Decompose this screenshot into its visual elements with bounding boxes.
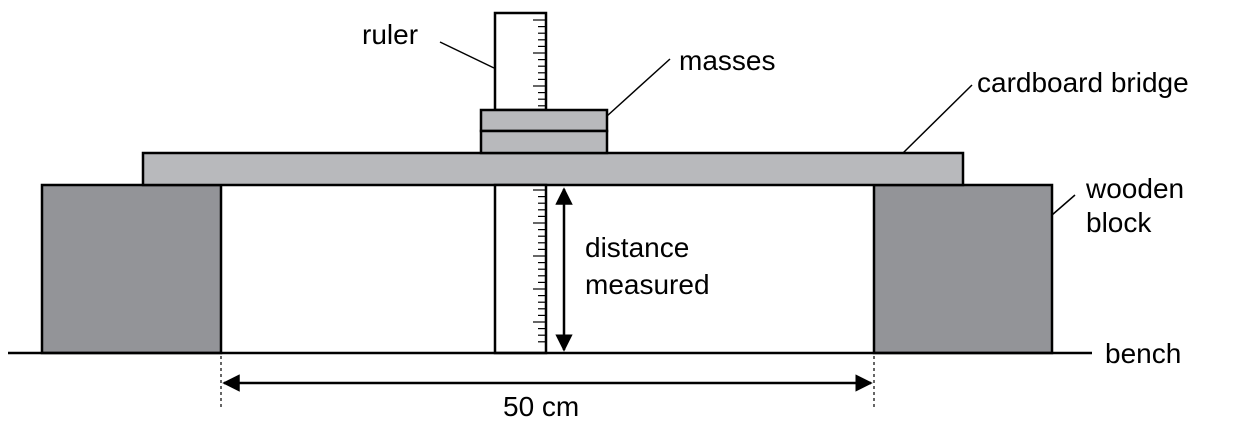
ruler-leader — [439, 41, 495, 69]
masses-leader — [606, 58, 671, 117]
left-wooden-block — [40, 183, 223, 355]
ruler-label: ruler — [362, 19, 418, 50]
cardboard-bridge — [141, 151, 965, 187]
masses-label: masses — [679, 45, 775, 76]
ruler-upper — [493, 11, 548, 112]
ruler-lower-ticks — [533, 189, 545, 343]
ruler-upper-ticks — [533, 19, 545, 107]
distance-label-line2: measured — [585, 269, 710, 300]
block-leader — [1051, 194, 1076, 216]
bench-label: bench — [1105, 338, 1181, 369]
cardboard-bridge-label: cardboard bridge — [977, 67, 1189, 98]
wooden-block-label-line2: block — [1086, 207, 1152, 238]
bridge-leader — [902, 84, 973, 154]
mass-bottom — [479, 129, 609, 155]
distance-label-line1: distance — [585, 232, 689, 263]
wooden-block-label-line1: wooden — [1085, 173, 1184, 204]
right-wooden-block — [872, 183, 1054, 355]
span-label: 50 cm — [503, 391, 579, 422]
mass-top — [479, 108, 609, 133]
